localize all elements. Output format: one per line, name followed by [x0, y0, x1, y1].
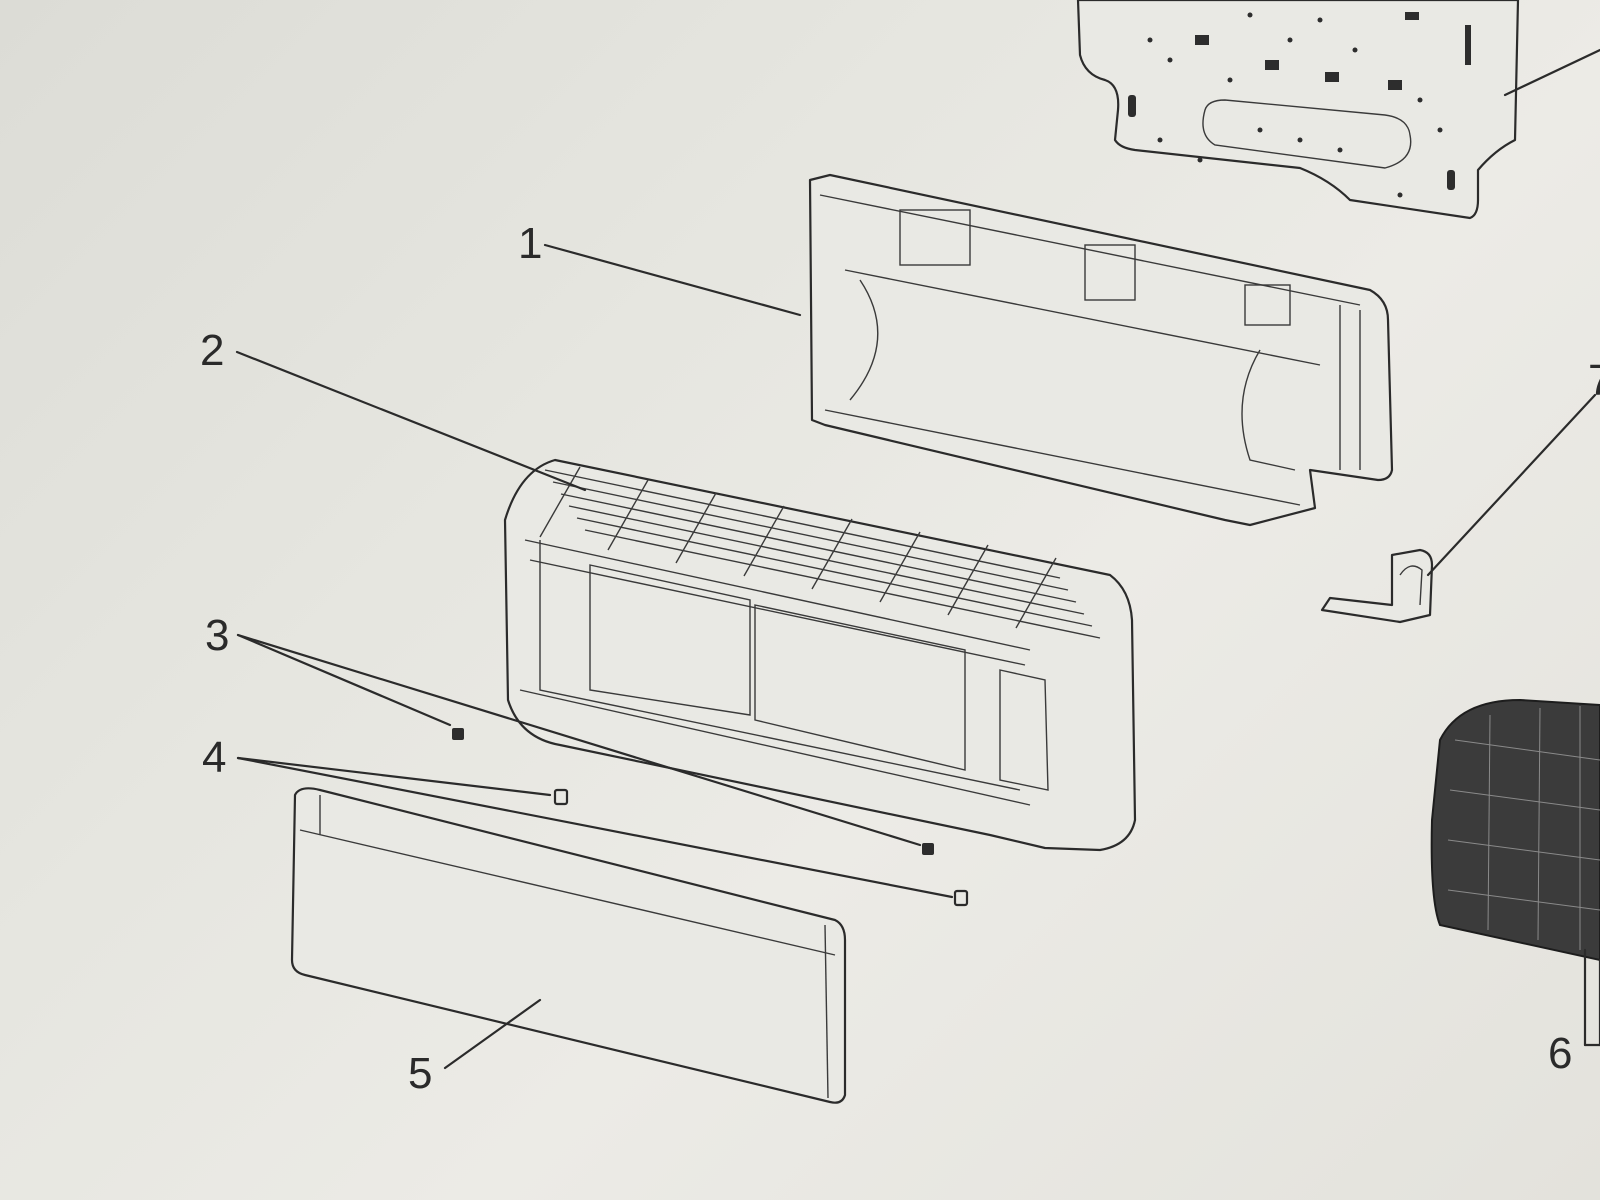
- callout-3: 3: [205, 611, 229, 660]
- screw-cap-4b: [953, 889, 969, 907]
- screw-3a: [452, 728, 464, 740]
- callout-7: 7: [1588, 356, 1600, 405]
- side-bracket: [1320, 548, 1434, 624]
- filter-grille: [539, 466, 1101, 639]
- screw-3b: [922, 843, 934, 855]
- leader-lines: [235, 243, 1600, 1070]
- leader-5: [443, 998, 542, 1070]
- leader-3a: [236, 633, 452, 727]
- front-panel: [290, 787, 847, 1104]
- leader-4a: [236, 756, 552, 797]
- leader-2: [235, 350, 587, 492]
- rear-chassis: [808, 173, 1394, 527]
- screw-cap-4a: [553, 788, 569, 806]
- callout-6: 6: [1548, 1029, 1572, 1078]
- callout-2: 2: [200, 326, 224, 375]
- leader-7: [1426, 393, 1597, 577]
- callout-1: 1: [518, 219, 542, 268]
- front-frame: [503, 458, 1137, 852]
- leader-3b: [236, 633, 922, 847]
- mounting-plate: [1076, 0, 1600, 220]
- callout-4: 4: [202, 733, 226, 782]
- leader-4b: [236, 756, 954, 899]
- callout-5: 5: [408, 1049, 432, 1098]
- filter-mesh: [1430, 698, 1600, 1047]
- leader-1: [543, 243, 802, 317]
